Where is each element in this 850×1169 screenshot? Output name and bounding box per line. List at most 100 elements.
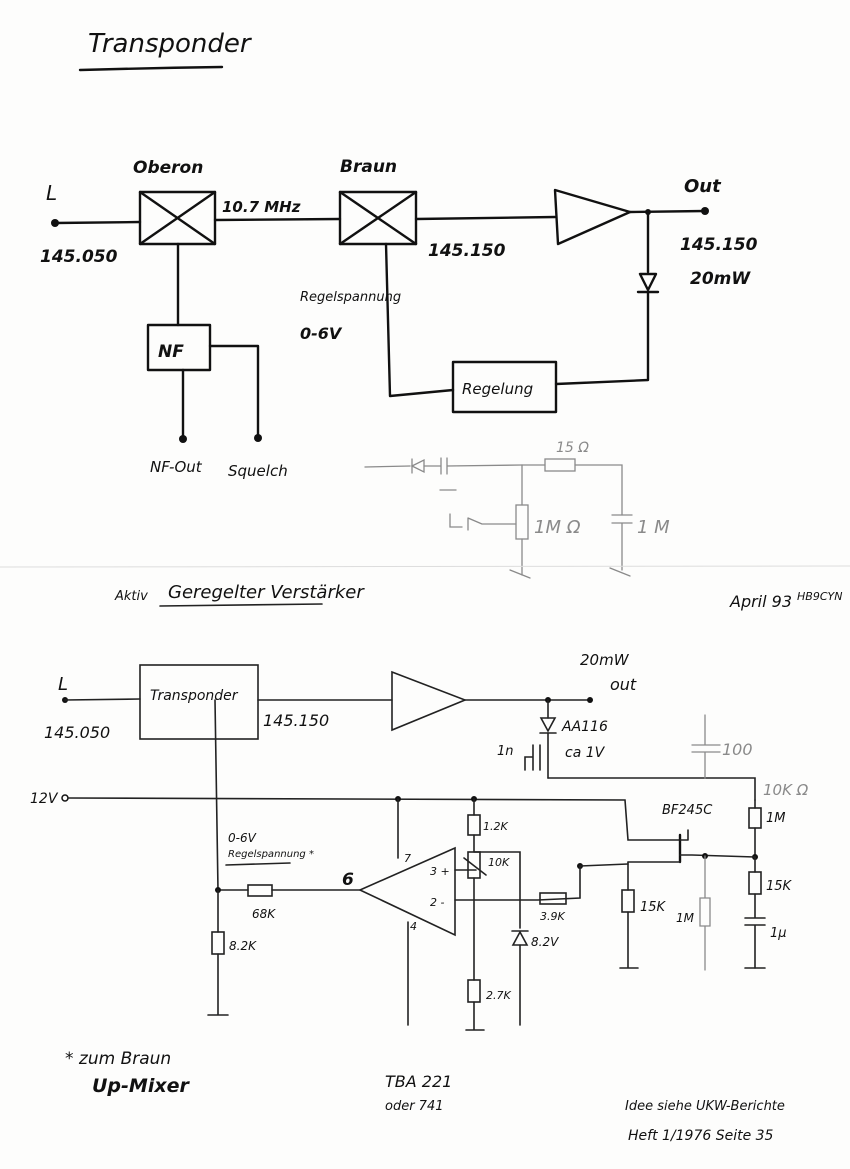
date: April 93 — [729, 592, 792, 611]
op-amp — [358, 846, 456, 937]
supply-label: 12V — [30, 791, 59, 807]
pot-10k-label: 10K — [488, 856, 510, 869]
transponder-block — [139, 664, 259, 740]
transponder-label: Transponder — [150, 688, 239, 704]
pin-4: 4 — [410, 920, 417, 933]
if-freq: 10.7 MHz — [222, 198, 301, 216]
ground — [619, 911, 639, 969]
wire — [213, 217, 342, 222]
top-output-terminal — [701, 207, 709, 215]
wire — [628, 209, 707, 214]
r-15k-right-label: 15K — [766, 879, 793, 894]
faint-cap-100 — [691, 714, 721, 779]
mixer1-block — [138, 190, 217, 246]
nf-block — [146, 323, 212, 372]
regelung-label: Regelung — [462, 380, 533, 398]
top-detector-diode — [636, 272, 660, 294]
pin-2: 2 - — [430, 896, 444, 909]
bottom-heading-underline — [159, 603, 323, 607]
ic-name: TBA 221 — [385, 1072, 452, 1091]
transistor-label: BF245C — [662, 803, 713, 818]
pin-3: 3 + — [430, 865, 450, 878]
wire — [53, 220, 142, 225]
regel-underline — [225, 862, 291, 866]
tx-freq: 145.150 — [263, 711, 329, 730]
wire — [384, 242, 455, 398]
top-amplifier — [553, 188, 632, 246]
diode-voltage: ca 1V — [565, 745, 606, 761]
wire — [214, 699, 249, 891]
bottom-amplifier — [391, 670, 468, 732]
pin-6: 6 — [342, 870, 354, 890]
r-1k-label: 1M — [766, 811, 786, 826]
mixer2-block — [338, 190, 418, 246]
faint-10k-label: 10K Ω — [763, 781, 809, 799]
faint-sketch — [364, 457, 633, 579]
r-68k-label: 68K — [252, 907, 276, 921]
r-8k2-label: 8.2K — [229, 939, 257, 953]
nf-label: NF — [158, 342, 184, 362]
bottom-power: 20mW — [580, 651, 630, 669]
bottom-input-label: L — [58, 674, 68, 695]
top-title: Transponder — [88, 29, 253, 59]
nf-out-label: NF-Out — [150, 458, 203, 476]
top-regel-range: 0-6V — [300, 324, 343, 343]
supply-terminal — [61, 794, 69, 802]
mixer2-freq: 145.150 — [428, 241, 506, 261]
nf-out-terminal — [179, 435, 187, 443]
bottom-heading: Geregelter Verstärker — [168, 582, 365, 603]
r-1k2-label: 1.2K — [483, 820, 508, 833]
mixer1-label: Oberon — [133, 158, 203, 178]
top-regel-label: Regelspannung — [300, 290, 401, 305]
cap-1n — [524, 744, 541, 771]
paper-fold — [0, 565, 850, 568]
note-line2: Up-Mixer — [92, 1075, 190, 1097]
mixer2-label: Braun — [340, 157, 397, 177]
bottom-input-freq: 145.050 — [44, 723, 110, 742]
note-line1: * zum Braun — [65, 1049, 171, 1069]
wire — [414, 215, 557, 221]
cap-1u-label: 1µ — [770, 926, 787, 941]
top-input-label: L — [46, 181, 57, 205]
r-3k9-label: 3.9K — [540, 910, 565, 923]
r-1m-label: 1M — [676, 911, 695, 925]
bottom-heading-prefix: Aktiv — [114, 589, 148, 604]
wire — [454, 865, 581, 901]
author-sign: HB9CYN — [797, 590, 842, 603]
squelch-label: Squelch — [228, 462, 288, 480]
zener-label: 8.2V — [531, 935, 559, 949]
pot-wiper — [463, 857, 487, 876]
bottom-regel-range: 0-6V — [228, 831, 257, 845]
title-underline — [78, 65, 224, 72]
r-68k — [247, 884, 273, 897]
aa116-diode — [539, 717, 557, 734]
bottom-regel-label: Regelspannung * — [228, 849, 314, 860]
wire — [67, 797, 681, 841]
top-input-freq: 145.050 — [40, 247, 118, 267]
ground — [465, 1001, 485, 1031]
top-out-freq: 145.150 — [680, 235, 758, 255]
cap-1n-label: 1n — [497, 744, 514, 759]
squelch-terminal — [254, 434, 262, 442]
ground — [207, 953, 229, 1016]
bf245c-transistor — [627, 829, 756, 864]
r-15k-left — [621, 889, 635, 913]
r-2k7 — [467, 979, 481, 1003]
r-1k2 — [467, 814, 481, 836]
wire — [554, 290, 650, 386]
bottom-out: out — [610, 675, 637, 694]
ic-alt: oder 741 — [385, 1099, 444, 1114]
r-3k9 — [539, 892, 567, 905]
wire — [473, 834, 521, 901]
regelung-block — [451, 360, 558, 414]
r-8k2 — [211, 931, 225, 955]
wire — [579, 863, 629, 867]
ref-line1: Idee siehe UKW-Berichte — [625, 1099, 785, 1114]
top-out-power: 20mW — [690, 269, 751, 289]
r-2k7-label: 2.7K — [486, 989, 511, 1002]
r-1k-resistor — [748, 807, 762, 829]
r-15k-left-label: 15K — [640, 900, 667, 915]
zener-8v2 — [511, 930, 529, 946]
